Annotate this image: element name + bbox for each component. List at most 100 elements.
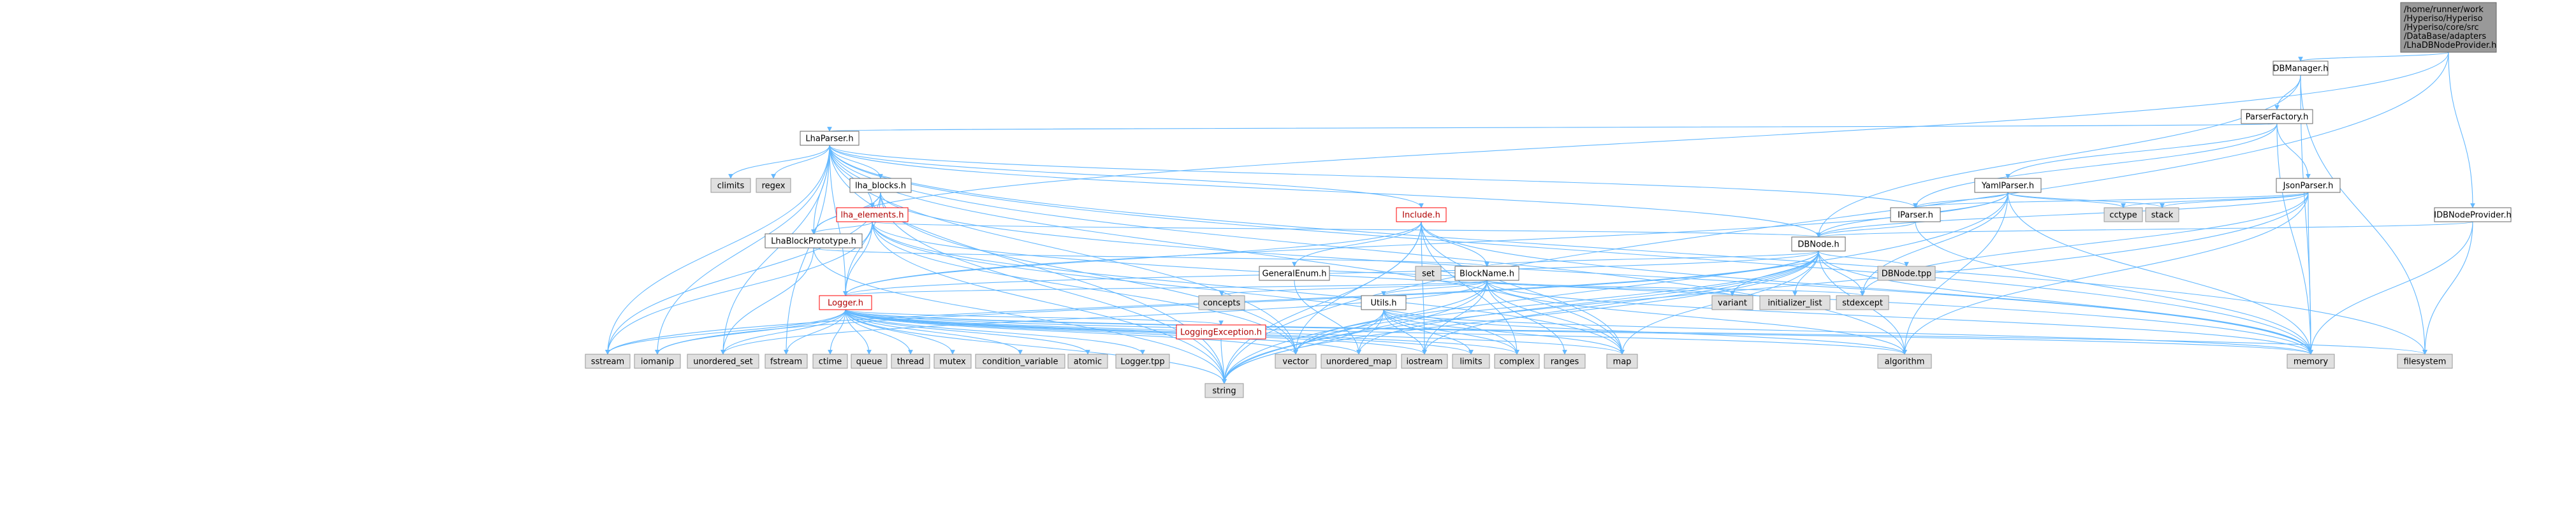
node-limits: limits xyxy=(1452,354,1490,369)
edge-idbnodeprovider-to-dbnode xyxy=(1816,221,2473,238)
edge-include-to-blockname xyxy=(1421,221,1489,267)
node-box-string xyxy=(1204,383,1244,398)
node-label-initlist: initializer_list xyxy=(1767,299,1822,308)
node-box-include xyxy=(1396,207,1447,222)
edge-blockname-to-map xyxy=(1486,280,1625,355)
node-box-concepts xyxy=(1198,295,1245,310)
node-label-iomanip: iomanip xyxy=(641,357,674,367)
node-box-unordered_map xyxy=(1321,354,1397,369)
node-box-loggertpp xyxy=(1115,354,1170,369)
edge-yamlparser-to-stdexcept xyxy=(1860,192,2009,296)
edge-logger-to-memory xyxy=(845,309,2313,355)
edge-idbnodeprovider-to-memory xyxy=(2308,221,2473,355)
node-root[interactable]: /home/runner/work/Hyperiso/Hyperiso/Hype… xyxy=(2400,2,2497,53)
node-box-atomic xyxy=(1067,354,1108,369)
node-dbmanager[interactable]: DBManager.h xyxy=(2272,61,2329,76)
edge-blockname-to-unordered_set xyxy=(721,280,1488,355)
edge-blockname-to-logger xyxy=(843,280,1488,296)
node-label-string: string xyxy=(1212,387,1236,396)
edge-iparser-to-memory xyxy=(1915,221,2313,355)
edge-logger-to-thread xyxy=(845,309,913,355)
edge-utils-to-iostream xyxy=(1383,309,1427,355)
node-box-idbnodeprovider xyxy=(2434,207,2512,222)
node-generalenum[interactable]: GeneralEnum.h xyxy=(1259,266,1330,281)
edge-parserfactory-to-jsonparser xyxy=(2276,123,2311,179)
edge-lhablockproto-to-blockname xyxy=(813,247,1489,267)
node-utils[interactable]: Utils.h xyxy=(1361,295,1407,310)
node-box-logger xyxy=(819,295,872,310)
edge-logger-to-iomanip xyxy=(655,309,846,355)
node-box-dbmanager xyxy=(2272,61,2329,76)
node-map: map xyxy=(1606,354,1638,369)
node-label-concepts: concepts xyxy=(1203,299,1241,308)
edge-include-to-iostream xyxy=(1421,221,1427,355)
edge-parserfactory-to-yamlparser xyxy=(2005,123,2278,179)
edge-logger-to-loggertpp xyxy=(845,309,1145,355)
edge-loggingexception-to-string xyxy=(1220,338,1227,384)
node-lhaelements[interactable]: lha_elements.h xyxy=(836,207,909,222)
node-label-parserfactory: ParserFactory.h xyxy=(2246,113,2309,122)
edge-lhaparser-to-fstream xyxy=(784,145,830,355)
node-loggingexception[interactable]: LoggingException.h xyxy=(1176,324,1266,340)
node-box-dbnodetpp xyxy=(1877,266,1936,281)
node-label-lhaparser: LhaParser.h xyxy=(805,134,853,144)
node-box-stdexcept xyxy=(1836,295,1889,310)
node-label-stack: stack xyxy=(2151,211,2174,220)
edge-include-to-string xyxy=(1222,221,1422,384)
node-dbnode[interactable]: DBNode.h xyxy=(1791,236,1846,252)
node-box-climits xyxy=(710,178,751,193)
node-label-cctype: cctype xyxy=(2109,211,2137,220)
node-iparser[interactable]: IParser.h xyxy=(1890,207,1941,222)
edge-lhablocks-to-sstream xyxy=(605,192,881,355)
node-lhablockproto[interactable]: LhaBlockPrototype.h xyxy=(765,233,863,248)
node-logger[interactable]: Logger.h xyxy=(819,295,872,310)
node-label-lhablockproto: LhaBlockPrototype.h xyxy=(771,237,856,247)
node-include[interactable]: Include.h xyxy=(1396,207,1447,222)
edge-parserfactory-to-lhaparser xyxy=(828,123,2278,132)
node-algorithm: algorithm xyxy=(1877,354,1932,369)
node-variant: variant xyxy=(1711,295,1753,310)
node-yamlparser[interactable]: YamlParser.h xyxy=(1974,178,2042,193)
edge-jsonparser-to-algorithm xyxy=(1902,192,2309,355)
edge-blockname-to-variant xyxy=(1486,280,1735,296)
node-box-lhablockproto xyxy=(765,233,863,248)
edge-dbnode-to-dbnodetpp xyxy=(1818,250,1909,267)
node-box-mutex xyxy=(933,354,972,369)
node-label-root: /home/runner/work/Hyperiso/Hyperiso/Hype… xyxy=(2404,5,2496,50)
node-label-idbnodeprovider: IDBNodeProvider.h xyxy=(2434,211,2511,220)
node-box-memory xyxy=(2287,354,2335,369)
edge-lhaparser-to-include xyxy=(829,145,1424,208)
node-box-regex xyxy=(756,178,791,193)
edge-blockname-to-string xyxy=(1222,280,1488,384)
node-box-lhaparser xyxy=(800,131,860,146)
node-label-iparser: IParser.h xyxy=(1898,211,1933,220)
edge-jsonparser-to-string xyxy=(1222,192,2309,384)
edge-logger-to-condvar xyxy=(845,309,1023,355)
node-parserfactory[interactable]: ParserFactory.h xyxy=(2241,109,2313,124)
edge-lhaparser-to-climits xyxy=(728,145,830,179)
node-label-unordered_map: unordered_map xyxy=(1326,357,1392,367)
node-blockname[interactable]: BlockName.h xyxy=(1454,266,1519,281)
edge-blockname-to-concepts xyxy=(1219,280,1488,296)
edge-blockname-to-memory xyxy=(1486,280,2313,355)
node-box-vector xyxy=(1275,354,1317,369)
node-box-filesystem xyxy=(2397,354,2453,369)
edge-logger-to-fstream xyxy=(784,309,846,355)
node-lhaparser[interactable]: LhaParser.h xyxy=(800,131,860,146)
node-label-algorithm: algorithm xyxy=(1885,357,1925,367)
edge-jsonparser-to-dbnode xyxy=(1816,192,2309,238)
node-box-variant xyxy=(1711,295,1753,310)
edge-yamlparser-to-stack xyxy=(2007,192,2165,208)
edge-jsonparser-to-stack xyxy=(2160,192,2309,208)
node-jsonparser[interactable]: JsonParser.h xyxy=(2276,178,2341,193)
node-idbnodeprovider[interactable]: IDBNodeProvider.h xyxy=(2434,207,2512,222)
node-thread: thread xyxy=(891,354,930,369)
node-box-utils xyxy=(1361,295,1407,310)
edge-iparser-to-dbnode xyxy=(1816,221,1916,238)
edge-lhaparser-to-dbnode xyxy=(829,145,1821,238)
node-stdexcept: stdexcept xyxy=(1836,295,1889,310)
node-lhablocks[interactable]: lha_blocks.h xyxy=(849,178,912,193)
node-box-condvar xyxy=(975,354,1065,369)
node-label-thread: thread xyxy=(897,357,925,367)
